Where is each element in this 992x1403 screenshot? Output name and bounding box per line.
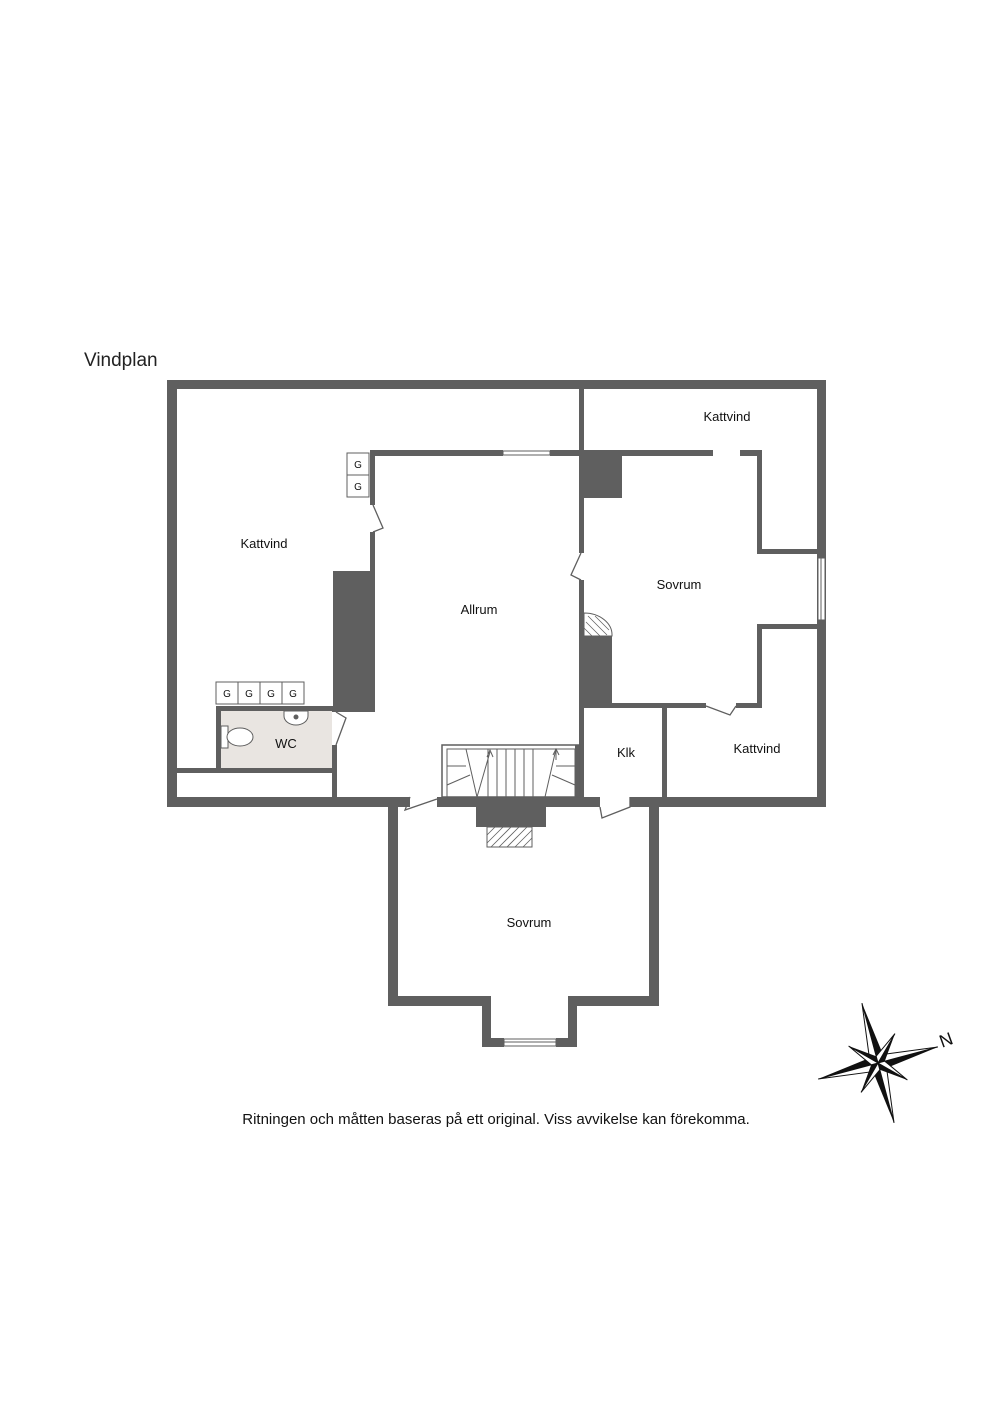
chimney-mid [584, 636, 612, 706]
g-label-4: G [245, 689, 253, 700]
wall-outer-left [167, 380, 177, 807]
room-label-klk: Klk [617, 745, 636, 760]
wall-east-upper-h [757, 549, 817, 554]
toilet [220, 725, 254, 749]
door-sovrum-east [570, 552, 582, 581]
compass-north-label: N [936, 1028, 955, 1051]
compass-icon [817, 1002, 939, 1124]
chimney-west [333, 571, 375, 712]
disclaimer-text: Ritningen och måtten baseras på ett orig… [242, 1111, 750, 1128]
stair-landing-block [476, 797, 546, 827]
door-south-left [403, 796, 438, 812]
room-label-sovrum-south: Sovrum [507, 915, 552, 930]
wall-bay-left [482, 996, 491, 1047]
wall-inner-north-divider [579, 389, 584, 450]
wall-sovrum-south-bottom-right [568, 996, 659, 1006]
wall-sovrum-south-right [649, 803, 659, 1006]
door-kattvind-east [705, 705, 737, 716]
wall-central-lower [579, 580, 584, 797]
plan-title: Vindplan [84, 350, 158, 371]
room-label-kattvind-north: Kattvind [704, 409, 751, 424]
g-label-5: G [267, 689, 275, 700]
door-wc [335, 711, 347, 746]
wall-east-upper [757, 450, 762, 554]
wall-stair-right [575, 745, 580, 803]
chimney-north [584, 456, 622, 498]
g-label-3: G [223, 689, 231, 700]
wall-allrum-top [370, 450, 503, 456]
wall-bottom-left [167, 797, 410, 807]
wall-sovrum-south-left [388, 803, 398, 1006]
g-label-2: G [354, 482, 362, 493]
sink [283, 710, 309, 726]
window-allrum-top [502, 450, 551, 456]
wall-wc-left [216, 706, 221, 773]
stove-hatch [583, 612, 613, 637]
wall-bay-bottom-right [556, 1038, 577, 1047]
wall-sovrum-east-bottom-right [736, 703, 762, 708]
room-label-kattvind-east: Kattvind [734, 741, 781, 756]
wall-allrum-left-upper [370, 450, 375, 505]
wall-east-lower-h [757, 624, 817, 629]
room-label-wc: WC [275, 736, 297, 751]
wall-allrum-top-right [550, 450, 713, 456]
wall-sovrum-south-bottom-left [388, 996, 491, 1006]
wall-bottom-right [630, 797, 826, 807]
g-label-1: G [354, 460, 362, 471]
room-label-allrum: Allrum [461, 602, 498, 617]
wall-allrum-top-far [740, 450, 762, 456]
door-kattvind-west [372, 504, 384, 533]
room-label-sovrum-east: Sovrum [657, 577, 702, 592]
wall-wc-bottom [177, 768, 337, 773]
wall-wc-top [216, 706, 337, 711]
door-south-right [599, 797, 631, 819]
wall-bay-right [568, 996, 577, 1047]
wall-outer-top [167, 380, 826, 389]
wall-klk-right [662, 708, 667, 797]
fireplace-hatch [486, 826, 533, 848]
wall-east-lower [757, 624, 762, 708]
g-label-6: G [289, 689, 297, 700]
wall-sovrum-east-bottom [584, 703, 706, 708]
wall-central-upper [579, 450, 584, 553]
room-label-kattvind-west: Kattvind [241, 536, 288, 551]
g-boxes [215, 452, 370, 705]
wall-wc-right-top [332, 706, 337, 712]
wall-bay-bottom-left [482, 1038, 504, 1047]
staircase [441, 744, 581, 798]
wall-wc-right-bottom [332, 745, 337, 797]
